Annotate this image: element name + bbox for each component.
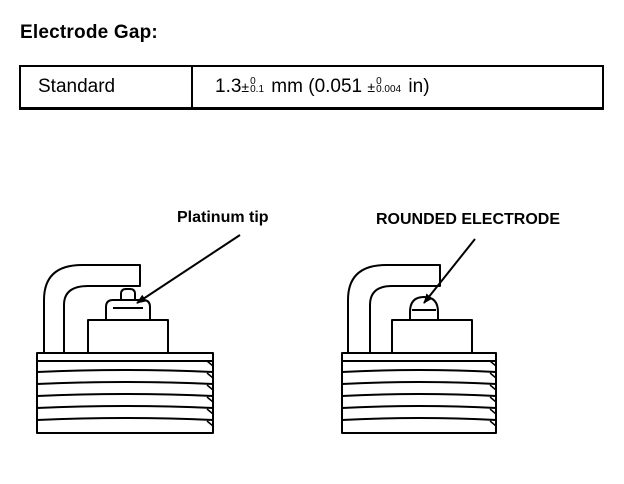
mm-tol-upper: 0 <box>250 75 256 87</box>
spec-table: Standard 1.3 ± 0 0.1 mm ( 0.051 ± 0 0.00… <box>19 65 604 110</box>
rounded-electrode-label: ROUNDED ELECTRODE <box>376 211 560 228</box>
ground-electrode <box>43 264 141 353</box>
ground-electrode-right <box>347 264 441 353</box>
rounded-center-electrode <box>409 296 439 320</box>
spec-label-cell: Standard <box>21 67 193 107</box>
spec-value-cell: 1.3 ± 0 0.1 mm ( 0.051 ± 0 0.004 in ) <box>215 75 430 97</box>
platinum-tip-label: Platinum tip <box>177 209 269 226</box>
in-plus-minus: ± <box>367 79 376 95</box>
platinum-tip <box>120 288 136 300</box>
mm-tolerance: 0 0.1 <box>250 75 265 95</box>
in-tolerance: 0 0.004 <box>376 75 402 95</box>
threaded-shell-right <box>341 352 497 434</box>
mm-plus-minus: ± <box>241 79 250 95</box>
insulator-shoulder <box>87 319 169 353</box>
in-tol-upper: 0 <box>376 75 382 87</box>
in-value: 0.051 <box>314 76 363 97</box>
insulator-shoulder-right <box>391 319 473 353</box>
mm-unit: mm <box>271 76 303 97</box>
spark-plug-rounded: ROUNDED ELECTRODE <box>341 211 560 434</box>
in-unit: in <box>408 76 424 97</box>
in-tol-lower: 0.004 <box>376 84 402 95</box>
center-electrode <box>105 299 151 320</box>
platinum-tip-arrow <box>136 234 241 304</box>
threaded-shell <box>36 352 214 434</box>
spec-label: Standard <box>38 76 116 97</box>
electrode-gap-heading: Electrode Gap: <box>20 22 158 43</box>
spark-plug-platinum: Platinum tip <box>36 209 269 434</box>
rounded-electrode-arrow <box>423 238 476 304</box>
mm-value: 1.3 <box>215 76 242 97</box>
mm-tol-lower: 0.1 <box>250 84 265 95</box>
